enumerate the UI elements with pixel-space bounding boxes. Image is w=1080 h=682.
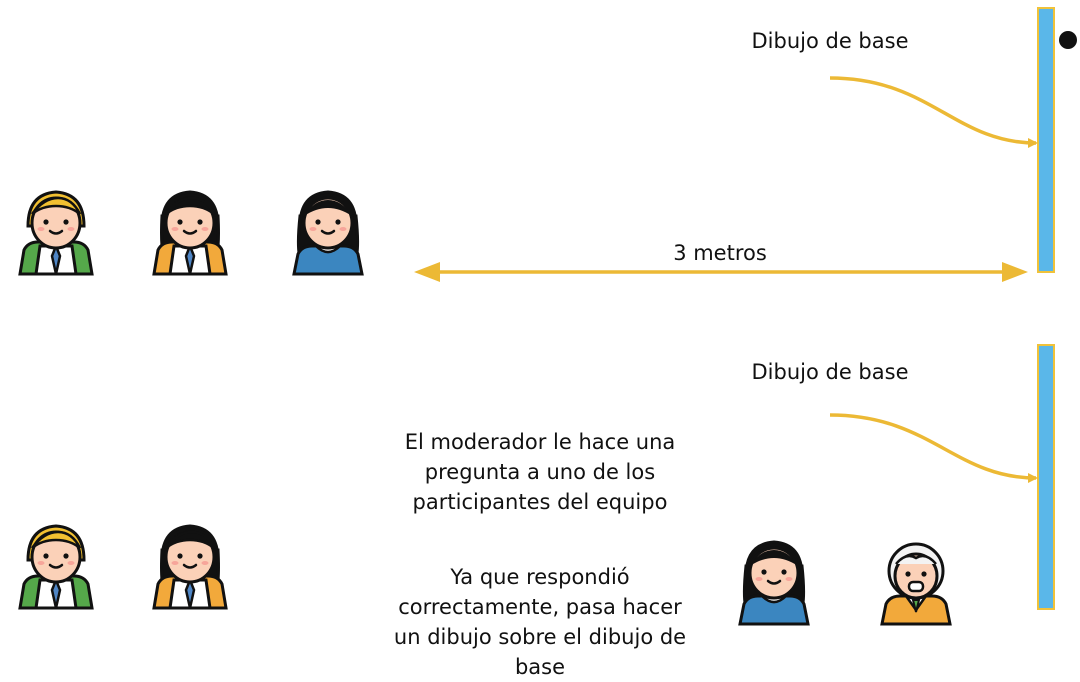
explanation-question: El moderador le hace una pregunta a uno … (352, 427, 728, 517)
student-girl-icon (140, 510, 240, 610)
explanation-answer-line: Ya que respondió (450, 565, 630, 589)
bottom-board-label: Dibujo de base (751, 360, 909, 384)
top-board-arrow (829, 76, 1038, 148)
explanation-answer-line: correctamente, pasa hacer (398, 595, 682, 619)
explanation-question-line: participantes del equipo (412, 490, 668, 514)
top-drawing-board (1037, 7, 1055, 273)
explanation-answer: Ya que respondió correctamente, pasa hac… (352, 562, 728, 682)
top-board-label: Dibujo de base (751, 29, 909, 53)
student-girl-icon (140, 176, 240, 276)
explanation-answer-line: un dibujo sobre el dibujo de (393, 625, 687, 649)
explanation-question-line: pregunta a uno de los (424, 460, 656, 484)
distance-label: 3 metros (673, 241, 767, 265)
bullet-dot (1059, 31, 1077, 49)
girl-icon (278, 176, 378, 276)
student-boy-icon (6, 176, 106, 276)
bottom-drawing-board (1037, 344, 1055, 610)
bottom-board-arrow (829, 413, 1038, 483)
distance-arrow (414, 262, 1028, 282)
elderly-moderator-icon (866, 526, 966, 626)
student-boy-icon (6, 510, 106, 610)
explanation-question-line: El moderador le hace una (404, 430, 676, 454)
girl-icon (724, 526, 824, 626)
explanation-answer-line: base (514, 655, 566, 679)
